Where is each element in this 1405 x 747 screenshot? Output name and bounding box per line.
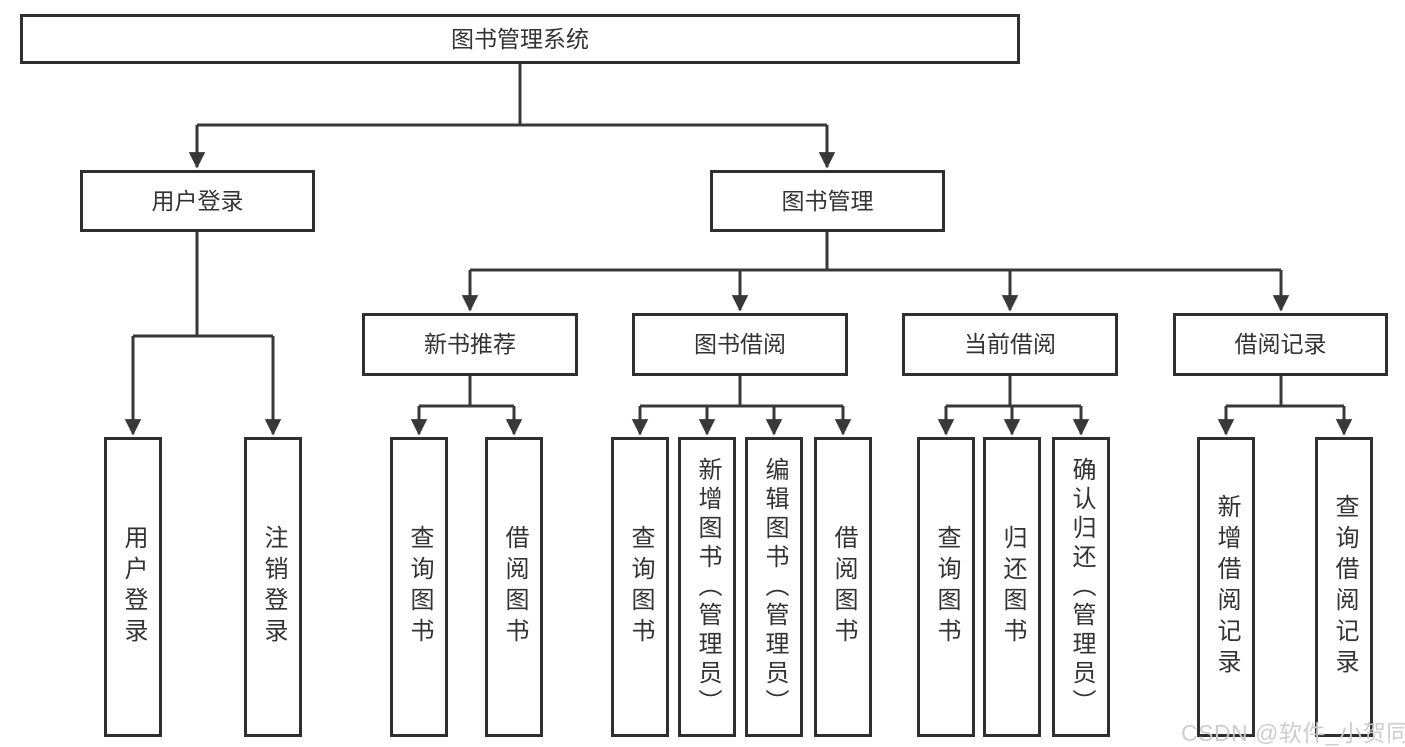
node-book-borrowing: 图书借阅 xyxy=(632,313,848,376)
leaf-records-add-record: 新增借阅记录 xyxy=(1197,437,1255,737)
leaf-current-return-books: 归还图书 xyxy=(983,437,1041,737)
leaf-records-query-record: 查询借阅记录 xyxy=(1315,437,1373,737)
node-new-book-recommendation: 新书推荐 xyxy=(362,313,578,376)
node-current-borrowing: 当前借阅 xyxy=(902,313,1118,376)
watermark: CSDN @软件_小贺同学 xyxy=(1181,720,1405,746)
node-book-management: 图书管理 xyxy=(710,170,945,232)
leaf-logout-login: 注销登录 xyxy=(244,437,302,737)
leaf-current-confirm-return-admin: 确认归还（管理员） xyxy=(1052,437,1110,737)
node-borrowing-records: 借阅记录 xyxy=(1173,313,1388,376)
leaf-borrow-query-books: 查询图书 xyxy=(611,437,669,737)
connector-rails xyxy=(133,64,1344,408)
leaf-borrow-edit-books-admin: 编辑图书（管理员） xyxy=(745,437,803,737)
leaf-newbooks-query-books: 查询图书 xyxy=(390,437,448,737)
leaf-current-query-books: 查询图书 xyxy=(917,437,975,737)
leaf-borrow-add-books-admin: 新增图书（管理员） xyxy=(678,437,736,737)
leaf-newbooks-borrow-books: 借阅图书 xyxy=(485,437,543,737)
node-user-login: 用户登录 xyxy=(80,170,315,232)
leaf-user-login: 用户登录 xyxy=(104,437,162,737)
leaf-borrow-borrow-books: 借阅图书 xyxy=(814,437,872,737)
node-library-management-system: 图书管理系统 xyxy=(20,14,1020,64)
